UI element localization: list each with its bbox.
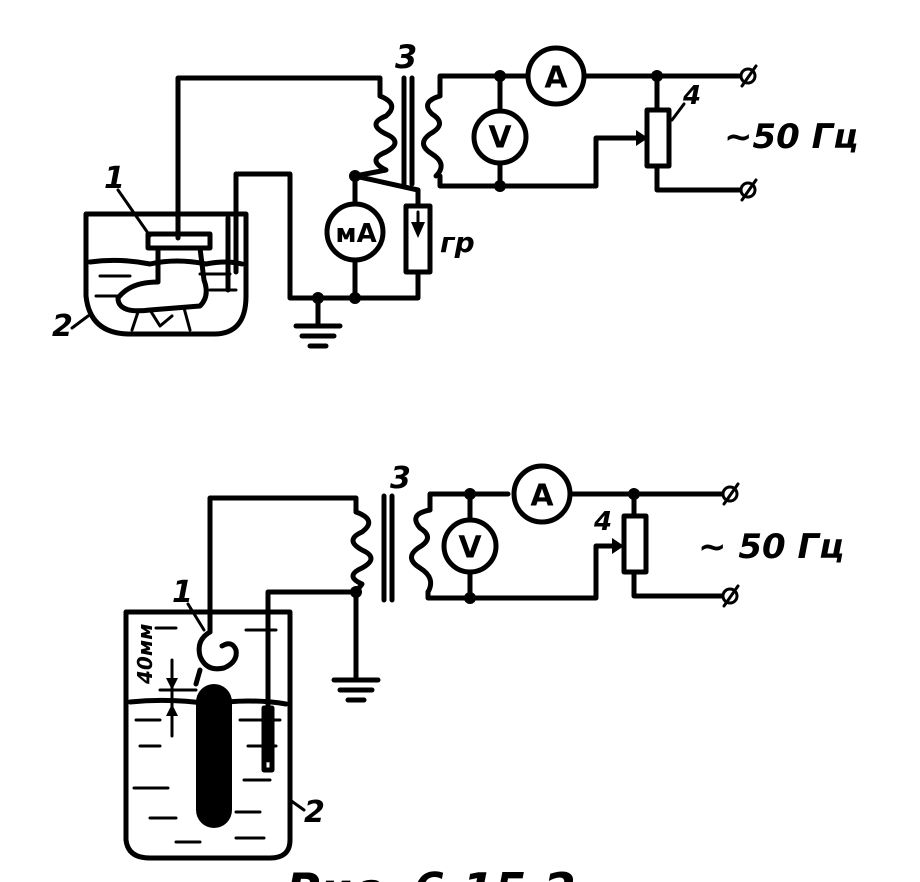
- bottom-dimension: 40мм: [133, 623, 198, 738]
- bottom-ground-icon: [331, 677, 381, 703]
- bottom-specimen: [193, 629, 239, 828]
- top-milliammeter: мA: [324, 201, 386, 263]
- top-rheostat-slider-arrow: [636, 130, 648, 146]
- top-specimen-boot: [115, 231, 213, 332]
- top-terminal-2-slash: [740, 178, 758, 202]
- top-terminal-2: [739, 181, 757, 199]
- top-voltmeter: V: [471, 108, 529, 166]
- top-bath: [83, 211, 249, 337]
- bottom-node-1: [464, 488, 476, 500]
- top-wire-to-terminal-2: [654, 163, 743, 193]
- top-node-1: [494, 70, 506, 82]
- bottom-specimen-tube: [196, 684, 232, 828]
- bottom-label-supply: ~ 50 Гц: [698, 527, 844, 567]
- top-diagram: V A мA: [52, 38, 859, 349]
- top-voltmeter-symbol: V: [488, 121, 512, 156]
- top-label-2-leader: [70, 314, 90, 330]
- top-rheostat-leader: [670, 102, 686, 122]
- bottom-rheostat: [621, 513, 649, 575]
- bottom-terminal-1: [721, 485, 739, 503]
- top-rheostat: [644, 107, 672, 169]
- bottom-transformer-coil-right: [409, 507, 434, 595]
- top-terminal-1: [739, 67, 757, 85]
- bottom-wire-secondary: [425, 491, 621, 601]
- bottom-transformer-coil-left: [350, 509, 374, 595]
- top-label-discharger: гр: [440, 226, 475, 259]
- bottom-ammeter: A: [511, 463, 573, 525]
- top-ground-icon: [293, 295, 343, 349]
- top-ammeter: A: [525, 45, 587, 107]
- bottom-rheostat-slider-arrow: [612, 538, 624, 554]
- bottom-voltmeter-symbol: V: [458, 531, 482, 566]
- bottom-bath-electrode: [261, 705, 275, 773]
- top-wire-ground-return: [233, 171, 421, 301]
- bottom-voltmeter: V: [441, 517, 499, 575]
- bottom-label-rheostat: 4: [593, 507, 612, 537]
- bottom-label-1-leader: [186, 602, 206, 632]
- bottom-terminal-2: [721, 587, 739, 605]
- top-spark-gap-arrow: [411, 222, 425, 238]
- bottom-bath: [123, 609, 293, 861]
- bottom-diagram: V A: [123, 461, 844, 861]
- bottom-terminal-2-slash: [722, 584, 740, 608]
- bottom-node-2: [464, 592, 476, 604]
- top-label-1-leader: [116, 188, 152, 238]
- bottom-terminal-1-slash: [722, 482, 740, 506]
- figure-caption: Рис. 6.15.2: [286, 863, 576, 882]
- top-node-6: [349, 292, 361, 304]
- top-label-transformer: 3: [395, 38, 417, 76]
- top-label-supply: ~50 Гц: [724, 117, 859, 157]
- top-terminal-1-slash: [740, 64, 758, 88]
- bottom-wire-hv-lead: [207, 495, 359, 635]
- bottom-label-bath: 2: [304, 795, 325, 830]
- top-label-bath: 2: [52, 309, 73, 344]
- top-label-rheostat: 4: [682, 81, 701, 111]
- bottom-label-transformer: 3: [390, 461, 411, 496]
- top-node-2: [494, 180, 506, 192]
- bottom-dimension-label: 40мм: [133, 623, 157, 685]
- bottom-wire-to-terminal-2: [631, 569, 725, 599]
- top-label-specimen: 1: [104, 161, 125, 196]
- bottom-label-2-leader: [288, 798, 306, 812]
- top-wire-hv-lead: [175, 75, 383, 241]
- top-transformer-coil-right: [421, 93, 444, 179]
- top-wire-to-gap: [352, 173, 421, 209]
- bottom-ammeter-symbol: A: [530, 479, 554, 514]
- bottom-label-specimen: 1: [172, 575, 193, 610]
- top-milliammeter-symbol: мA: [335, 219, 376, 249]
- top-transformer-coil-left: [352, 93, 398, 179]
- bottom-wire-ground: [265, 589, 359, 763]
- top-ammeter-symbol: A: [544, 61, 568, 96]
